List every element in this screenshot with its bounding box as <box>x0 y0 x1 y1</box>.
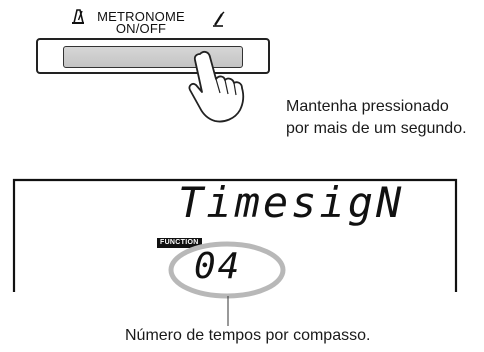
metronome-icon <box>70 8 86 24</box>
highlight-ring <box>166 240 288 305</box>
label-line-2: ON/OFF <box>115 21 167 36</box>
caption-text: Número de tempos por compasso. <box>125 327 371 344</box>
instruction-line-2: por mais de um segundo. <box>286 120 467 137</box>
callout-line <box>226 296 230 331</box>
pressing-hand-icon <box>178 46 268 131</box>
function-badge: FUNCTION <box>157 238 202 248</box>
instruction-text: Mantenha pressionado por mais de um segu… <box>286 96 467 140</box>
tempo-pen-icon <box>212 11 226 27</box>
lcd-value: 04 <box>194 246 242 287</box>
label-line-1: METRONOME <box>97 9 185 24</box>
metronome-button-label: METRONOME ON/OFF <box>66 9 216 36</box>
lcd-main-text: TimesigN <box>178 178 405 227</box>
instruction-line-1: Mantenha pressionado <box>286 98 449 115</box>
lcd-display-frame <box>0 172 484 297</box>
